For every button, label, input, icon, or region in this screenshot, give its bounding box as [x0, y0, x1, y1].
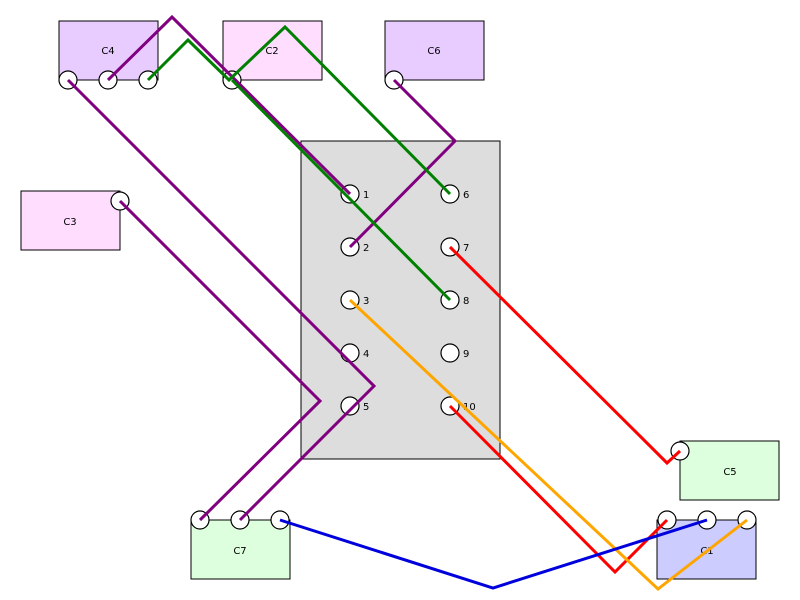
component-c5-label: C5 [723, 467, 736, 478]
component-c3-body[interactable] [20, 190, 121, 251]
wire-c6-1-to-pin-2[interactable] [348, 78, 458, 249]
pin-label: 10 [463, 402, 476, 413]
component-c6[interactable]: C6 [384, 20, 485, 90]
component-c3-label: C3 [63, 217, 76, 228]
wire-c4-3-to-pin-6[interactable] [146, 24, 452, 196]
component-c5-body[interactable] [679, 440, 780, 501]
component-c4-body[interactable] [58, 20, 159, 81]
wire-c2-1-to-pin-8[interactable] [230, 78, 452, 302]
wire-c4-1-to-c7-2[interactable] [66, 78, 377, 522]
component-c7-label: C7 [233, 546, 246, 557]
pin-label: 3 [363, 296, 369, 307]
component-c4-label: C4 [101, 46, 114, 57]
pin-label: 1 [363, 190, 369, 201]
component-c5[interactable]: C5 [670, 440, 780, 501]
component-c7-body[interactable] [190, 519, 291, 580]
wire-c3-1-to-c7-1[interactable] [118, 199, 323, 522]
pin-label: 5 [363, 402, 369, 413]
wires [66, 14, 748, 591]
pin-circle[interactable] [440, 343, 460, 363]
connector-pin-9[interactable]: 9 [440, 343, 469, 363]
pin-label: 8 [463, 296, 469, 307]
component-c6-label: C6 [427, 46, 440, 57]
component-c7[interactable]: C7 [190, 510, 291, 580]
pin-circle[interactable] [340, 343, 360, 363]
pin-label: 2 [363, 243, 369, 254]
pin-circle[interactable] [340, 396, 360, 416]
component-c2-label: C2 [265, 46, 278, 57]
wire-pin-7-to-c5-1[interactable] [448, 245, 682, 466]
wire-c7-3-to-c1-2[interactable] [279, 518, 708, 590]
pin-label: 9 [463, 349, 469, 360]
pin-label: 7 [463, 243, 469, 254]
connector-pin-5[interactable]: 5 [340, 396, 369, 416]
pin-label: 6 [463, 190, 469, 201]
component-c4[interactable]: C4 [58, 20, 159, 90]
pin-label: 4 [363, 349, 369, 360]
component-c6-body[interactable] [384, 20, 485, 81]
component-c2[interactable]: C2 [222, 20, 323, 90]
component-c3[interactable]: C3 [20, 190, 130, 251]
wire-c4-2-to-pin-1[interactable] [106, 14, 352, 196]
component-c1[interactable]: C1 [656, 510, 757, 580]
wire-pin-3-to-c1-3[interactable] [348, 298, 748, 591]
